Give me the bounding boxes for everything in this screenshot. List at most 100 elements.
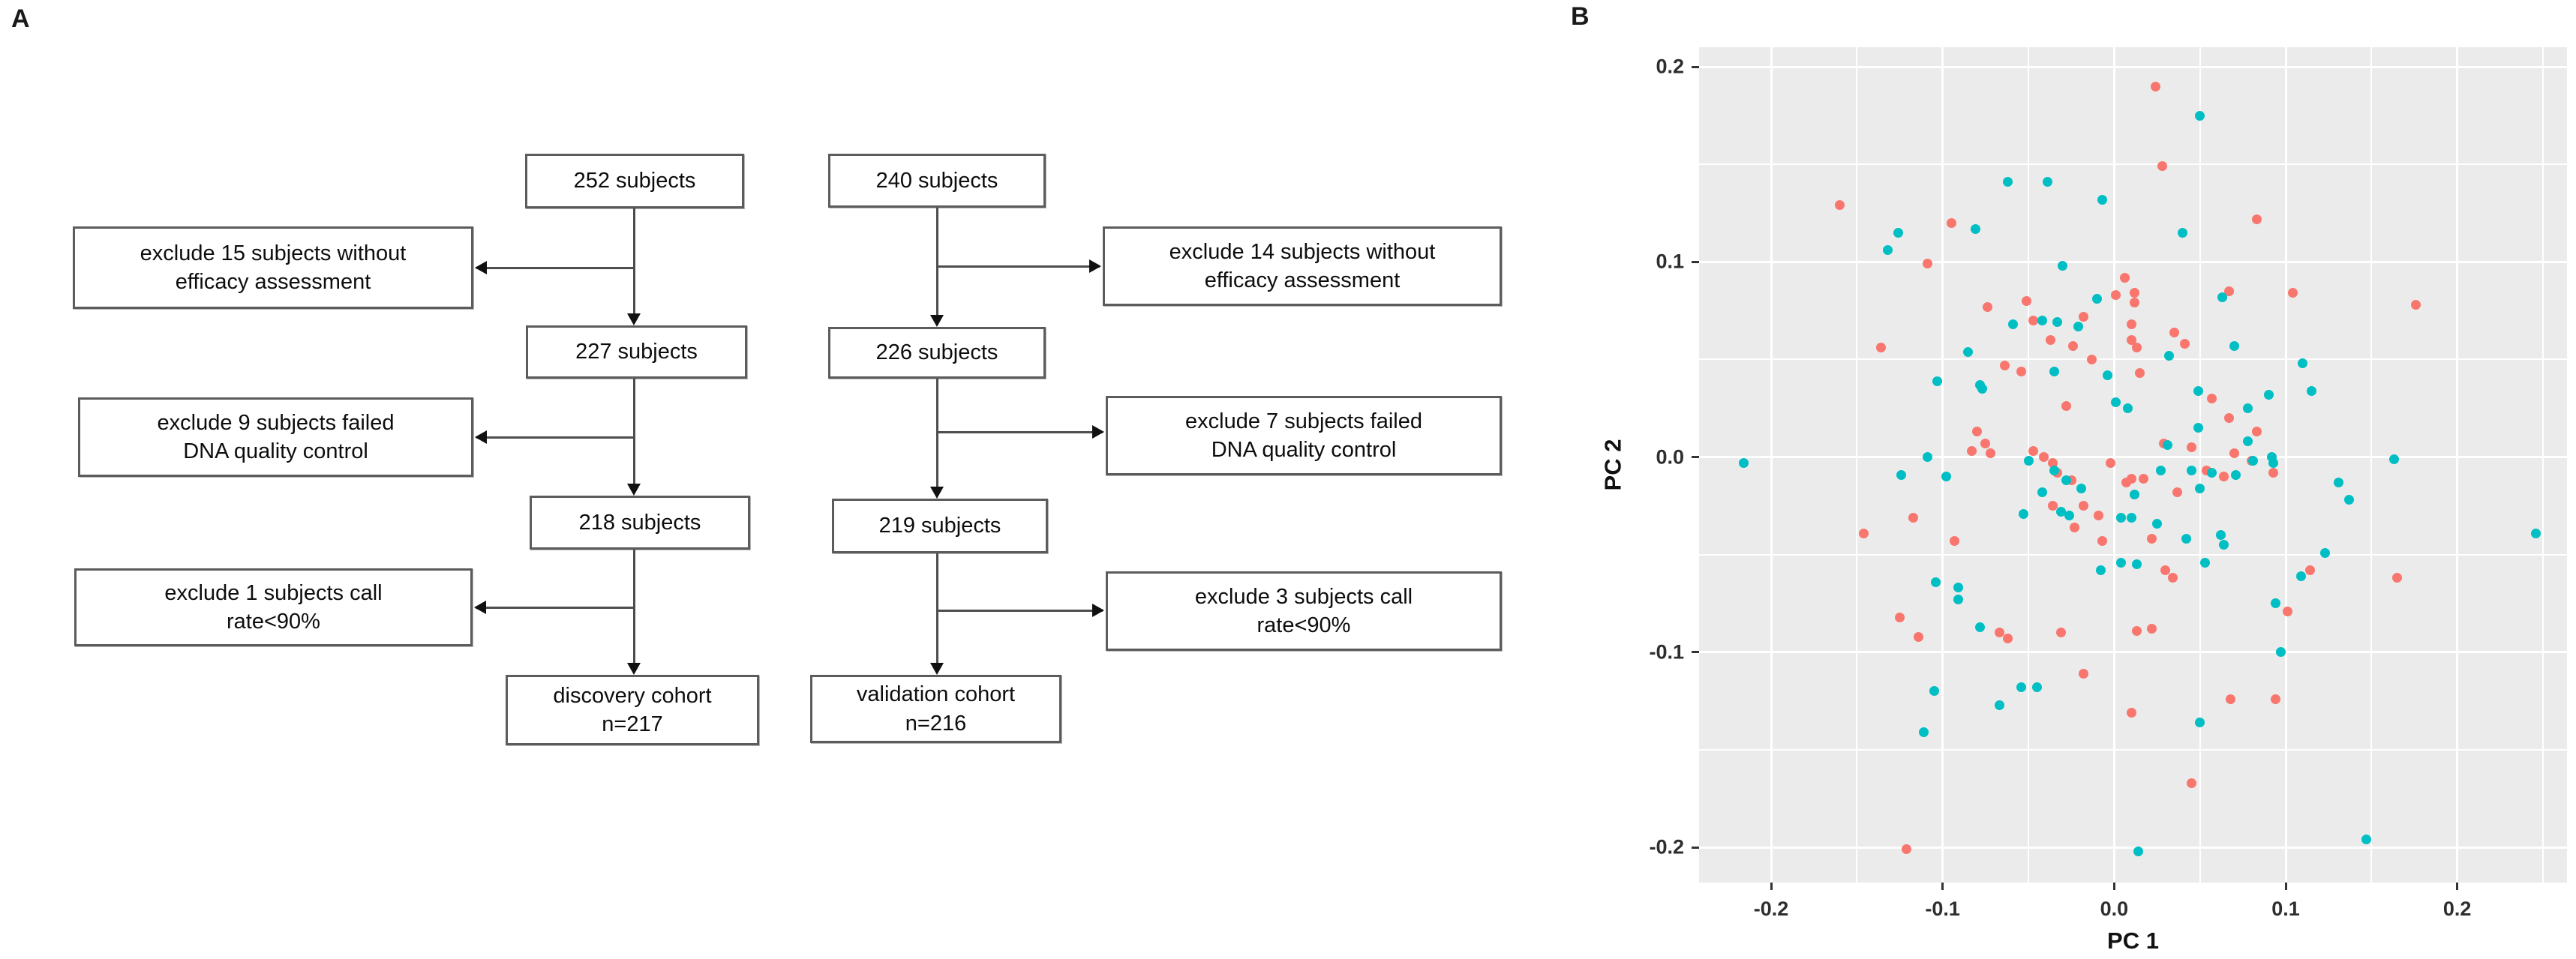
flow-box-v3: 219 subjects bbox=[832, 499, 1048, 553]
scatter-point-cohort-group-teal bbox=[1953, 595, 1963, 605]
x-tick-mark bbox=[2284, 883, 2287, 890]
flow-box-text: DNA quality control bbox=[183, 439, 368, 463]
scatter-point-cohort-group-salmon bbox=[2186, 778, 2196, 788]
scatter-point-cohort-group-teal bbox=[2016, 682, 2027, 693]
scatter-point-cohort-group-teal bbox=[2097, 194, 2107, 205]
flow-box-text: 219 subjects bbox=[878, 514, 1001, 538]
scatter-point-cohort-group-teal bbox=[1941, 472, 1951, 482]
scatter-point-cohort-group-salmon bbox=[2078, 669, 2088, 679]
scatter-point-cohort-group-salmon bbox=[2138, 473, 2148, 484]
scatter-point-cohort-group-salmon bbox=[1946, 217, 1956, 228]
scatter-point-cohort-group-salmon bbox=[2411, 300, 2421, 310]
scatter-point-cohort-group-teal bbox=[2162, 440, 2172, 451]
flow-box-text: exclude 15 subjects without bbox=[140, 241, 407, 265]
scatter-point-cohort-group-salmon bbox=[2147, 534, 2157, 544]
scatter-point-cohort-group-teal bbox=[2243, 403, 2253, 414]
flow-box-text: exclude 14 subjects without bbox=[1169, 239, 1436, 264]
scatter-point-cohort-group-teal bbox=[1994, 700, 2004, 710]
flow-box-text: exclude 7 subjects failed bbox=[1185, 409, 1422, 433]
scatter-point-cohort-group-teal bbox=[2061, 475, 2071, 486]
flow-box-v1: 240 subjects bbox=[828, 154, 1046, 208]
scatter-point-cohort-group-salmon bbox=[2039, 452, 2049, 463]
y-tick-mark bbox=[1692, 651, 1699, 654]
scatter-point-cohort-group-salmon bbox=[2169, 327, 2179, 337]
scatter-point-cohort-group-salmon bbox=[2147, 624, 2157, 634]
flow-box-text: exclude 9 subjects failed bbox=[157, 410, 395, 435]
arrow-left-icon bbox=[475, 430, 487, 444]
scatter-point-cohort-group-salmon bbox=[2224, 413, 2235, 424]
flow-box-text: DNA quality control bbox=[1211, 438, 1397, 462]
scatter-point-cohort-group-salmon bbox=[2160, 565, 2171, 576]
y-tick-label: -0.1 bbox=[1649, 640, 1684, 664]
scatter-point-cohort-group-salmon bbox=[2224, 286, 2235, 296]
arrow-right-icon bbox=[1092, 425, 1104, 439]
scatter-point-cohort-group-teal bbox=[2270, 598, 2280, 609]
scatter-point-cohort-group-salmon bbox=[1950, 536, 1960, 546]
scatter-point-cohort-group-teal bbox=[1932, 376, 1943, 386]
scatter-point-cohort-group-salmon bbox=[2131, 625, 2142, 636]
scatter-point-cohort-group-teal bbox=[1953, 583, 1963, 593]
flow-box-v2: 226 subjects bbox=[828, 327, 1046, 379]
scatter-point-cohort-group-teal bbox=[2111, 397, 2121, 408]
scatter-point-cohort-group-salmon bbox=[2067, 340, 2078, 351]
arrow-right-icon bbox=[1092, 604, 1104, 617]
scatter-point-cohort-group-salmon bbox=[2106, 457, 2116, 468]
flow-box-text: 218 subjects bbox=[578, 510, 701, 535]
scatter-point-cohort-group-teal bbox=[2123, 403, 2133, 414]
scatter-point-cohort-group-salmon bbox=[2251, 427, 2262, 437]
flow-connector-branch bbox=[476, 436, 634, 439]
scatter-point-cohort-group-salmon bbox=[2167, 573, 2178, 583]
scatter-point-cohort-group-teal bbox=[1893, 227, 1903, 238]
scatter-point-cohort-group-teal bbox=[2126, 512, 2136, 523]
scatter-point-cohort-group-teal bbox=[2195, 110, 2205, 121]
scatter-point-cohort-group-teal bbox=[2076, 483, 2087, 493]
scatter-point-cohort-group-salmon bbox=[2226, 694, 2236, 704]
scatter-point-cohort-group-salmon bbox=[2304, 565, 2315, 576]
scatter-point-cohort-group-salmon bbox=[2003, 634, 2013, 644]
scatter-point-cohort-group-salmon bbox=[2135, 368, 2145, 379]
flow-connector-branch bbox=[937, 430, 1103, 433]
scatter-point-cohort-group-teal bbox=[1919, 727, 1929, 738]
scatter-point-cohort-group-salmon bbox=[2130, 288, 2140, 298]
scatter-point-cohort-group-teal bbox=[2200, 557, 2211, 568]
flow-box-text: exclude 1 subjects call bbox=[164, 580, 383, 605]
scatter-point-cohort-group-teal bbox=[2217, 292, 2227, 302]
scatter-point-cohort-group-teal bbox=[2193, 423, 2203, 433]
gridline-major-horizontal bbox=[1699, 260, 2567, 263]
scatter-point-cohort-group-salmon bbox=[2055, 628, 2066, 638]
scatter-point-cohort-group-salmon bbox=[2016, 366, 2027, 376]
scatter-point-cohort-group-teal bbox=[2361, 835, 2371, 845]
scatter-point-cohort-group-teal bbox=[1922, 452, 1932, 463]
flow-box-d2: 227 subjects bbox=[526, 325, 747, 379]
flow-connector-vertical bbox=[632, 379, 635, 493]
scatter-point-cohort-group-teal bbox=[2207, 467, 2217, 478]
y-axis-title: PC 2 bbox=[1599, 439, 1626, 491]
flow-box-text: n=216 bbox=[905, 711, 967, 736]
scatter-point-cohort-group-teal bbox=[2334, 477, 2344, 487]
scatter-point-cohort-group-salmon bbox=[1994, 628, 2004, 638]
scatter-point-cohort-group-teal bbox=[2091, 294, 2102, 304]
scatter-point-cohort-group-teal bbox=[2231, 469, 2241, 480]
scatter-point-cohort-group-salmon bbox=[2126, 319, 2136, 330]
scatter-point-cohort-group-salmon bbox=[2179, 339, 2190, 349]
panel-b-label: B bbox=[1571, 2, 1590, 31]
scatter-point-cohort-group-teal bbox=[2229, 340, 2239, 351]
y-tick-mark bbox=[1692, 846, 1699, 849]
scatter-point-cohort-group-salmon bbox=[2078, 501, 2088, 511]
y-tick-mark bbox=[1692, 456, 1699, 459]
gridline-major-vertical bbox=[1941, 47, 1944, 883]
scatter-point-cohort-group-salmon bbox=[1914, 631, 1924, 642]
flow-connector-vertical bbox=[935, 379, 938, 496]
scatter-point-cohort-group-teal bbox=[2195, 483, 2205, 493]
y-tick-mark bbox=[1692, 260, 1699, 263]
scatter-point-cohort-group-teal bbox=[2275, 647, 2286, 658]
x-tick-mark bbox=[2112, 883, 2115, 890]
scatter-point-cohort-group-salmon bbox=[2047, 457, 2058, 468]
scatter-point-cohort-group-teal bbox=[2178, 227, 2188, 238]
scatter-point-cohort-group-teal bbox=[2095, 565, 2106, 576]
scatter-point-cohort-group-teal bbox=[2344, 495, 2355, 505]
